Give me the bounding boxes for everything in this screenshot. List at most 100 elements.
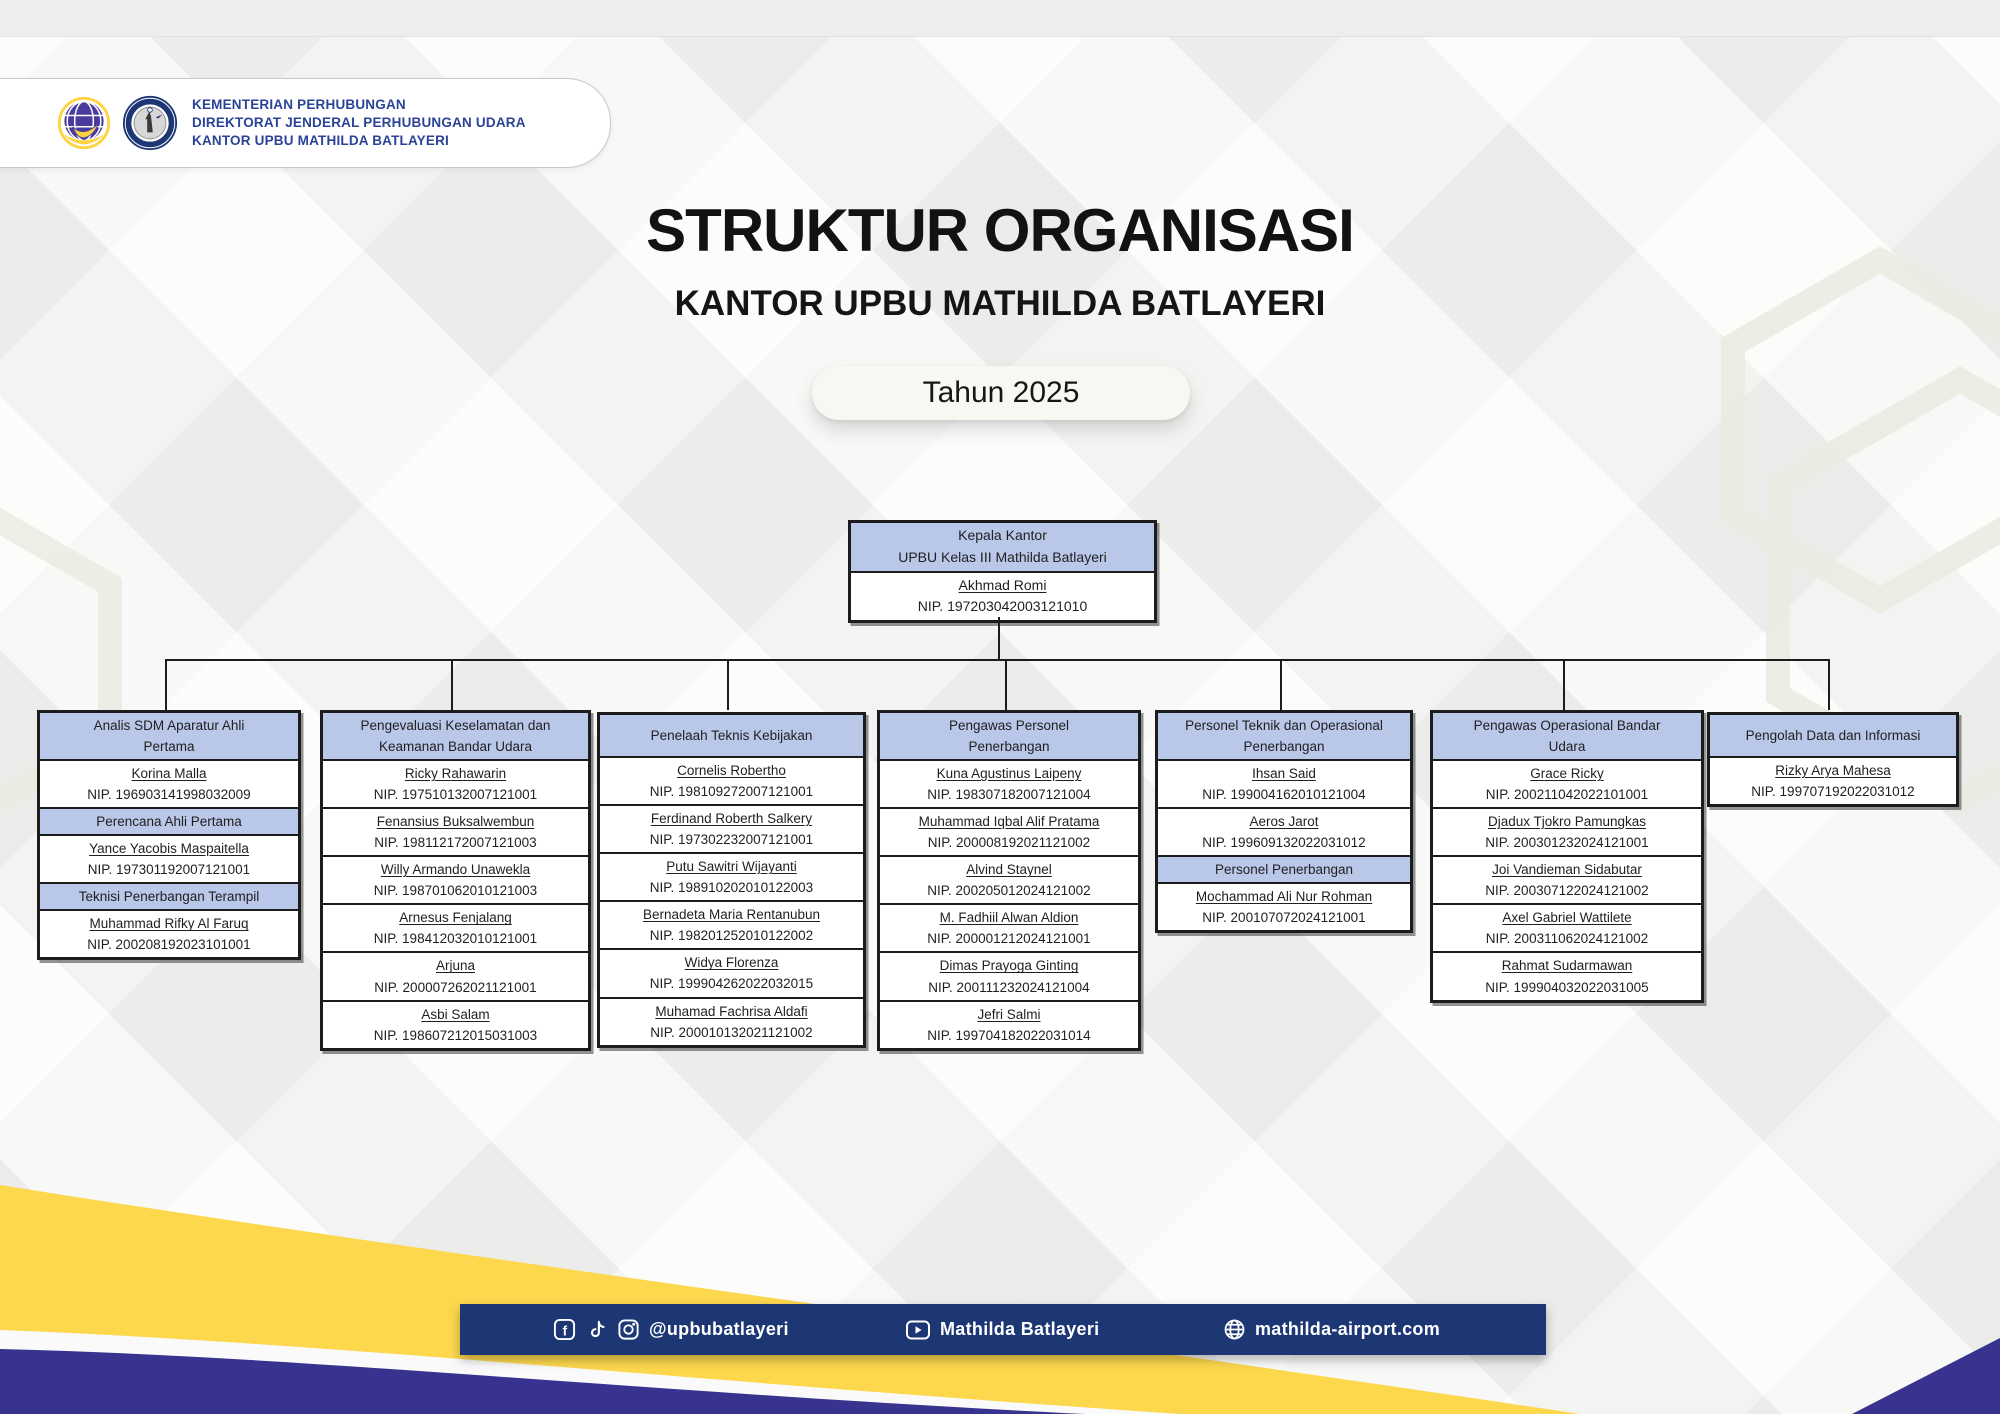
connector-drop-3 xyxy=(727,660,729,710)
org-role-header-line: Personel Teknik dan Operasional xyxy=(1185,718,1383,733)
person-nip: NIP. 200208192023101001 xyxy=(87,937,251,953)
connector-drop-5 xyxy=(1280,660,1282,710)
person-nip: NIP. 199004162010121004 xyxy=(1202,787,1366,803)
org-role-header-line: Personel Penerbangan xyxy=(1214,862,1354,878)
person-nip: NIP. 200301232024121001 xyxy=(1485,835,1649,851)
youtube-icon xyxy=(906,1320,930,1339)
person-name: Ricky Rahawarin xyxy=(404,766,507,782)
connector-drop-6 xyxy=(1563,660,1565,710)
connector-stem xyxy=(998,617,1000,660)
svg-text:f: f xyxy=(563,1323,568,1338)
person-name: Ferdinand Roberth Salkery xyxy=(650,811,813,827)
person-nip: NIP. 200307122024121002 xyxy=(1485,883,1649,899)
person-nip: NIP. 200111232024121004 xyxy=(928,979,1090,995)
root-title-line1: Kepala Kantor xyxy=(958,527,1047,543)
person-nip: NIP. 200211042022101001 xyxy=(1485,787,1649,803)
org-role-header-line: Perencana Ahli Pertama xyxy=(96,814,242,830)
person-name: Widya Florenza xyxy=(684,955,779,971)
instagram-icon xyxy=(618,1319,639,1340)
person-nip: NIP. 197510132007121001 xyxy=(373,787,538,803)
person-nip: NIP. 200311062024121002 xyxy=(1485,931,1649,947)
person-nip: NIP. 198201252010122002 xyxy=(649,928,814,944)
person-nip: NIP. 198910202010122003 xyxy=(649,880,814,896)
org-root-box: Kepala Kantor UPBU Kelas III Mathilda Ba… xyxy=(848,520,1157,624)
person-nip: NIP. 198109272007121001 xyxy=(649,784,814,800)
person-name: Aeros Jarot xyxy=(1249,814,1319,830)
page-subtitle: KANTOR UPBU MATHILDA BATLAYERI xyxy=(674,284,1326,323)
agency-header-card: KEMENTERIAN PERHUBUNGAN DIREKTORAT JENDE… xyxy=(0,78,611,168)
person-name: Cornelis Robertho xyxy=(677,763,786,779)
page-title: STRUKTUR ORGANISASI xyxy=(646,197,1355,264)
person-name: Muhamad Fachrisa Aldafi xyxy=(655,1003,808,1019)
person-nip: NIP. 198701062010121003 xyxy=(373,883,538,899)
org-person: Akhmad Romi NIP. 197203042003121010 xyxy=(851,570,1154,621)
person-name: Djadux Tjokro Pamungkas xyxy=(1487,814,1647,830)
person-nip: NIP. 198607212015031003 xyxy=(373,1027,538,1043)
person-nip: NIP. 199904032022031005 xyxy=(1485,979,1649,995)
org-role-header-line: Pengevaluasi Keselamatan dan xyxy=(360,718,551,733)
footer-youtube-name: Mathilda Batlayeri xyxy=(940,1319,1100,1339)
person-name: Rizky Arya Mahesa xyxy=(1775,763,1891,779)
person-nip: NIP. 199707192022031012 xyxy=(1751,784,1915,800)
person-nip: NIP. 199609132022031012 xyxy=(1202,835,1366,851)
person-name: Arjuna xyxy=(435,958,476,974)
agency-line-1: KEMENTERIAN PERHUBUNGAN xyxy=(192,97,406,113)
footer-website-url: mathilda-airport.com xyxy=(1255,1319,1441,1339)
person-nip: NIP. 196903141998032009 xyxy=(87,787,251,803)
org-role-header-line: Penerbangan xyxy=(1243,739,1325,755)
globe-icon xyxy=(1224,1319,1245,1340)
agency-name-block: KEMENTERIAN PERHUBUNGAN DIREKTORAT JENDE… xyxy=(192,96,526,149)
org-role-header: Pengolah Data dan Informasi xyxy=(1710,715,1956,757)
person-nip: NIP. 200205012024121002 xyxy=(927,883,1091,899)
person-name: Kuna Agustinus Laipeny xyxy=(936,766,1082,782)
mathilda-badge-icon xyxy=(122,95,178,151)
person-name: Grace Ricky xyxy=(1530,766,1604,782)
org-role-header: Penelaah Teknis Kebijakan xyxy=(600,715,863,757)
person-name: Korina Malla xyxy=(131,766,207,782)
org-role-header-line: Pertama xyxy=(143,739,195,755)
person-name: Yance Yacobis Maspaitella xyxy=(89,841,249,857)
person-name: Fenansius Buksalwembun xyxy=(376,814,535,830)
org-role-header-line: Teknisi Penerbangan Terampil xyxy=(78,889,260,905)
person-name: Muhammad Iqbal Alif Pratama xyxy=(918,814,1100,830)
person-name: Willy Armando Unawekla xyxy=(380,862,531,878)
person-nip: NIP. 198307182007121004 xyxy=(927,787,1091,803)
person-nip: NIP. 200007262021121001 xyxy=(374,979,537,995)
person-nip: NIP. 200107072024121001 xyxy=(1202,910,1366,926)
footer-youtube-group: Mathilda Batlayeri xyxy=(905,1304,1099,1355)
footer-website-group: mathilda-airport.com xyxy=(1223,1304,1440,1355)
person-nip: NIP. 200008192021121002 xyxy=(927,835,1091,851)
footer-social-handle: @upbubatlayeri xyxy=(649,1319,789,1339)
person-name: Alvind Staynel xyxy=(966,862,1052,878)
org-role-header: Teknisi Penerbangan Terampil xyxy=(40,882,298,910)
org-role-header-line: Pengolah Data dan Informasi xyxy=(1745,728,1921,743)
person-name: Arnesus Fenjalang xyxy=(399,910,512,926)
